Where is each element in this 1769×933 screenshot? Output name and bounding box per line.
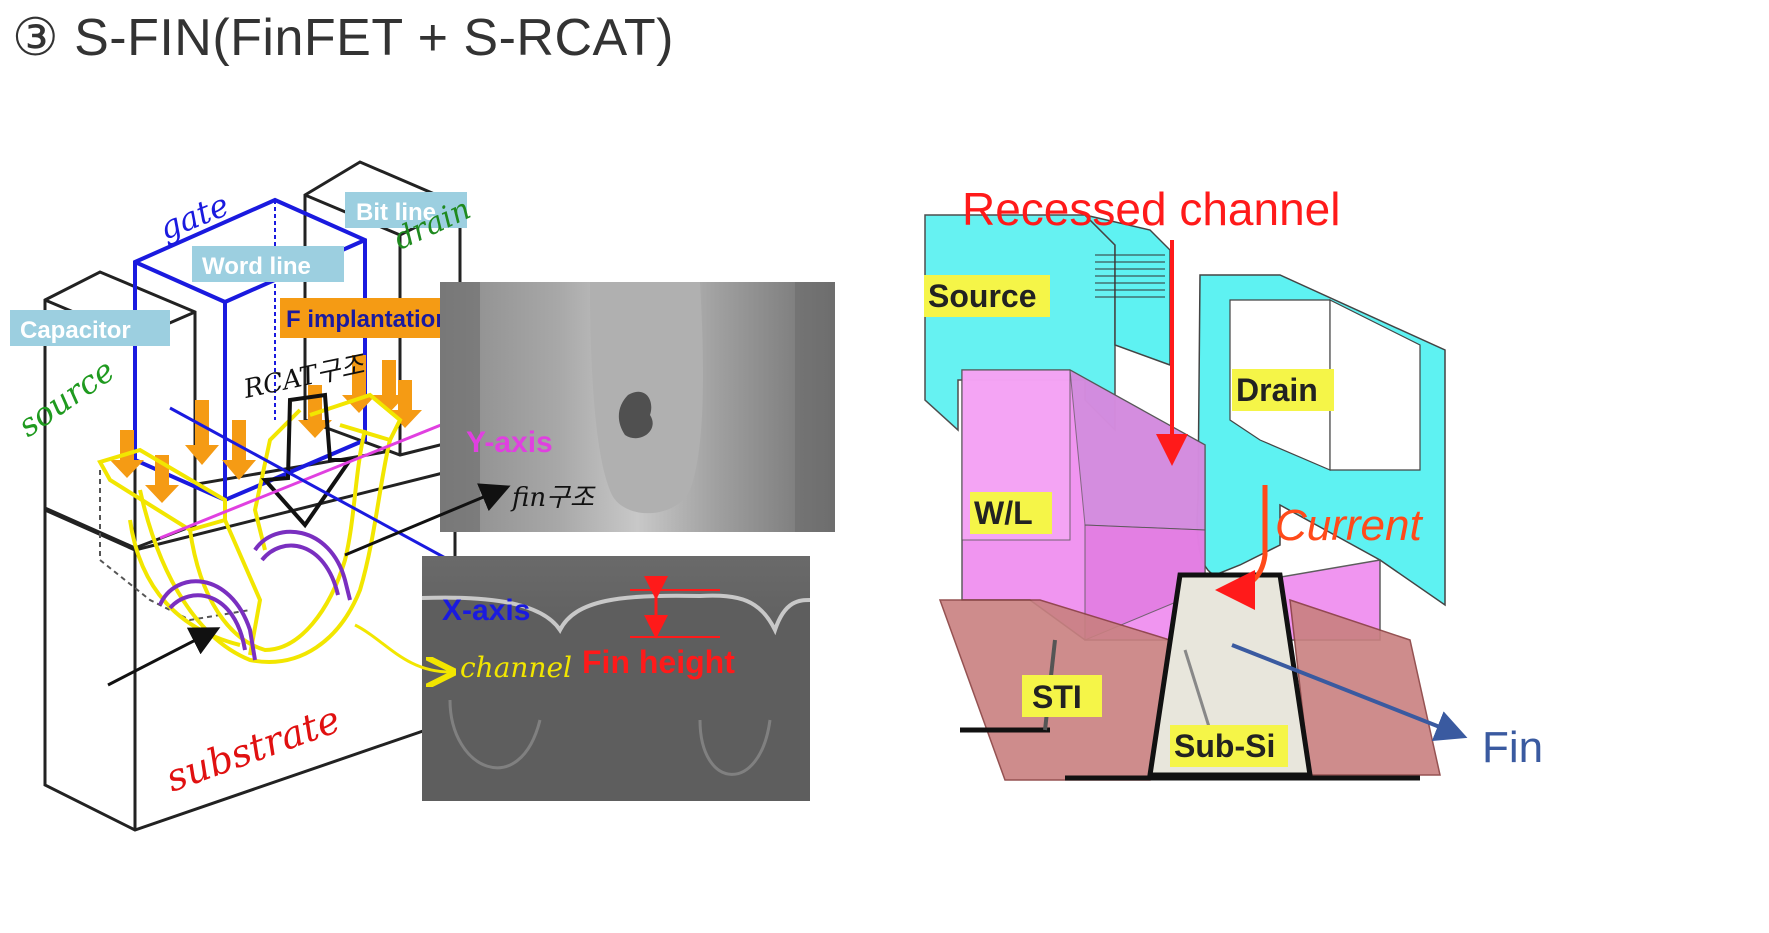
current-label: Current <box>1275 501 1423 550</box>
x-axis-label: X-axis <box>442 594 530 627</box>
channel-annotation: channel <box>460 651 572 684</box>
sem-top <box>440 282 835 532</box>
source-label: Source <box>928 278 1036 314</box>
fin-arcs <box>158 529 352 661</box>
drain-block <box>1196 274 1446 607</box>
f-implantation-label: F implantation <box>286 306 450 333</box>
recessed-channel-label: Recessed channel <box>962 183 1340 235</box>
capacitor-label-box <box>10 310 170 346</box>
drain-label: Drain <box>1236 372 1318 408</box>
sti-right <box>1289 598 1441 776</box>
wordline-label-box <box>192 246 344 282</box>
fin-height-label: Fin height <box>582 644 735 680</box>
gate-annotation: gate <box>154 185 234 247</box>
wordline-block <box>961 369 1381 641</box>
sti-label: STI <box>1032 679 1082 715</box>
wl-label: W/L <box>974 495 1033 531</box>
fin-annotation: fin구조 <box>510 483 596 513</box>
sem-bottom <box>421 556 811 801</box>
bitline-label: Bit line <box>356 199 436 226</box>
y-axis-label: Y-axis <box>466 426 553 459</box>
left-structure: Bit line Word line Capacitor F implantat… <box>10 160 514 832</box>
fin-label: Fin <box>1482 723 1543 772</box>
wordline-label: Word line <box>202 253 311 280</box>
subsi-label: Sub-Si <box>1174 728 1275 764</box>
capacitor-label: Capacitor <box>20 317 131 344</box>
page-title: ③ S-FIN(FinFET + S-RCAT) <box>12 9 674 67</box>
bitline-label-box <box>345 192 467 228</box>
